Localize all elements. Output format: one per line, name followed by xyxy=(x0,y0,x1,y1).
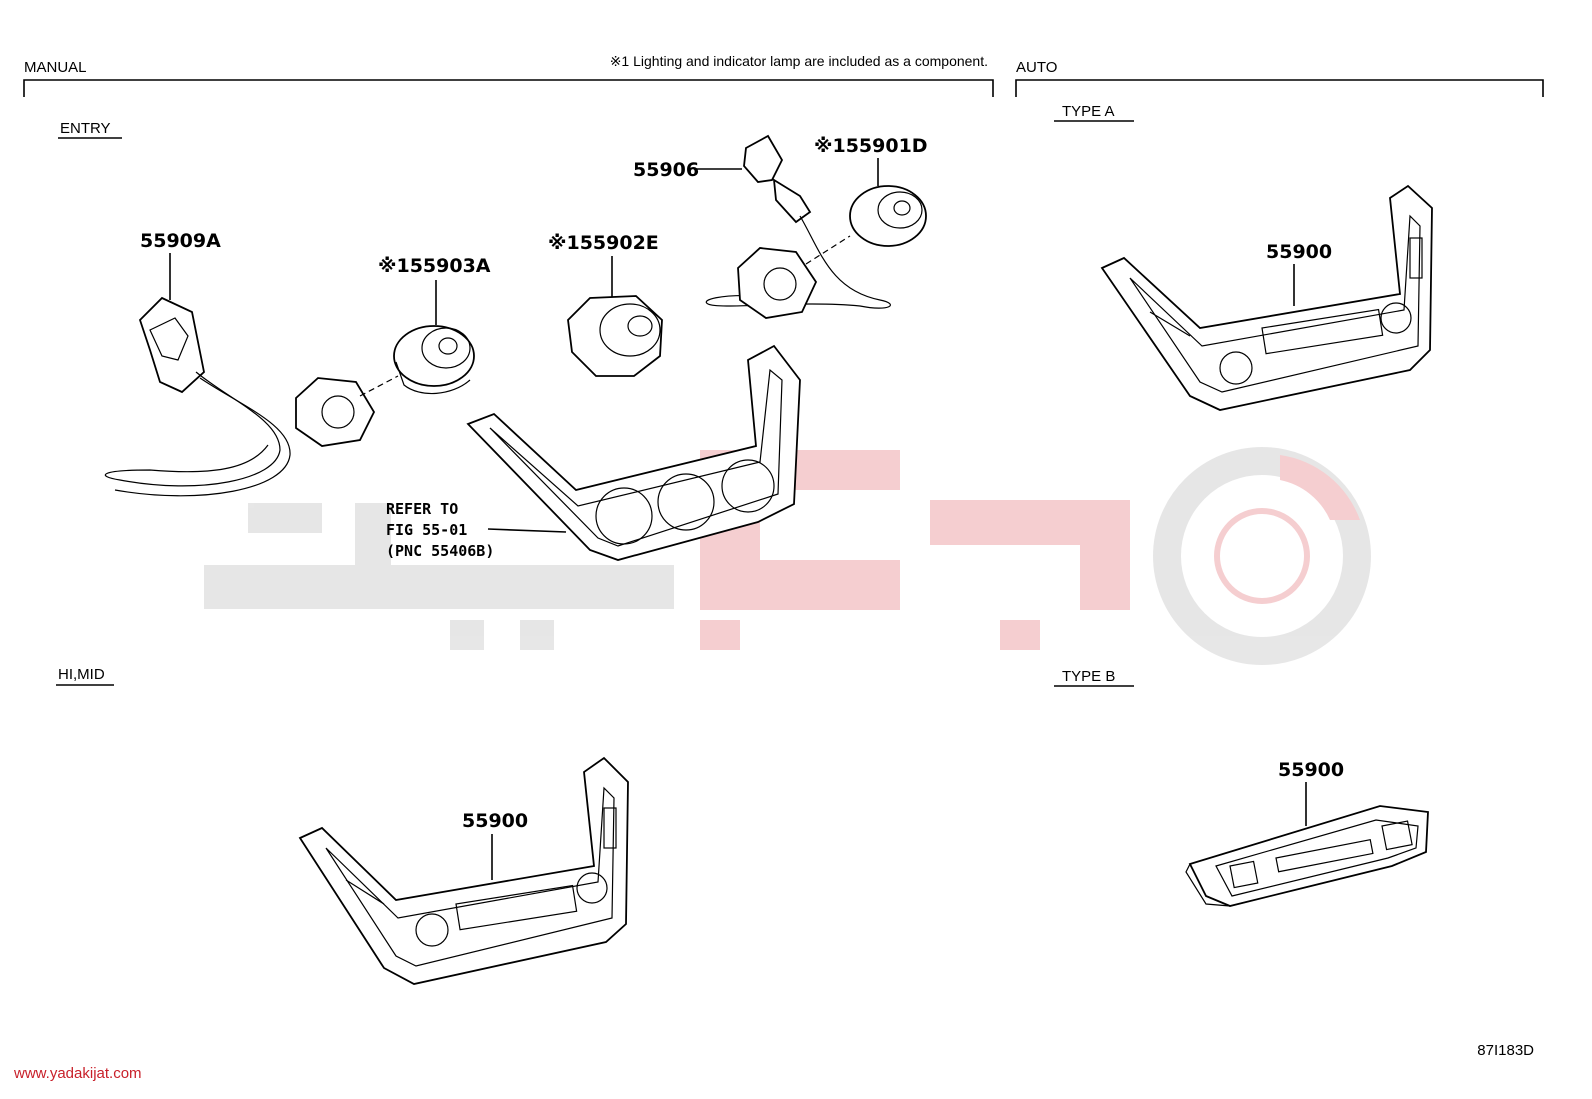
watermark-dot xyxy=(450,620,484,650)
watermark-bar xyxy=(204,565,674,609)
part-55903a-socket xyxy=(295,375,399,447)
website-watermark: www.yadakijat.com xyxy=(13,1065,142,1082)
part-55903a-knob xyxy=(393,325,475,395)
himid-label: HI,MID xyxy=(58,666,105,683)
watermark-letter-red xyxy=(930,500,1130,610)
type-a-control-panel xyxy=(1100,184,1433,411)
callout-55900-type-a: 55900 xyxy=(1266,241,1332,263)
callout-55909a: 55909A xyxy=(140,230,221,252)
manual-bracket xyxy=(23,79,994,97)
component-note: ※1 Lighting and indicator lamp are inclu… xyxy=(610,53,988,69)
callout-55900-type-b: 55900 xyxy=(1278,759,1344,781)
watermark-stem xyxy=(355,503,391,565)
callout-55903a: ※155903A xyxy=(378,255,491,277)
part-55906-bulb xyxy=(705,134,891,309)
leader-refer xyxy=(487,528,567,533)
manual-section-label: MANUAL xyxy=(24,59,87,76)
watermark-wheel-accent xyxy=(1280,455,1360,520)
watermark-logo xyxy=(204,447,1371,665)
part-55909a xyxy=(104,296,291,497)
entry-panel-frame xyxy=(466,344,801,561)
callout-55900-himid: 55900 xyxy=(462,810,528,832)
figure-code: 87I183D xyxy=(1477,1042,1534,1059)
callout-55901d: ※155901D xyxy=(814,135,928,157)
part-55902e xyxy=(567,295,663,377)
watermark-dot xyxy=(520,620,554,650)
auto-bracket xyxy=(1015,79,1544,97)
type-a-label: TYPE A xyxy=(1062,103,1115,120)
refer-line-3: (PNC 55406B) xyxy=(386,542,494,560)
watermark-dash xyxy=(248,503,322,533)
refer-line-1: REFER TO xyxy=(386,500,458,518)
auto-section-label: AUTO xyxy=(1016,59,1057,76)
entry-label: ENTRY xyxy=(60,120,111,137)
himid-control-panel xyxy=(298,756,629,985)
refer-line-2: FIG 55-01 xyxy=(386,521,467,539)
part-55901d-knob xyxy=(849,185,927,247)
watermark-dot xyxy=(1000,620,1040,650)
callout-55906: 55906 xyxy=(633,159,699,181)
callout-55902e: ※155902E xyxy=(548,232,659,254)
type-b-control-panel xyxy=(1185,805,1429,907)
watermark-wheel xyxy=(1153,447,1371,665)
watermark-wheel-hub xyxy=(1214,508,1310,604)
type-b-label: TYPE B xyxy=(1062,668,1115,685)
watermark-dot xyxy=(700,620,740,650)
part-55901d-socket xyxy=(737,235,851,319)
